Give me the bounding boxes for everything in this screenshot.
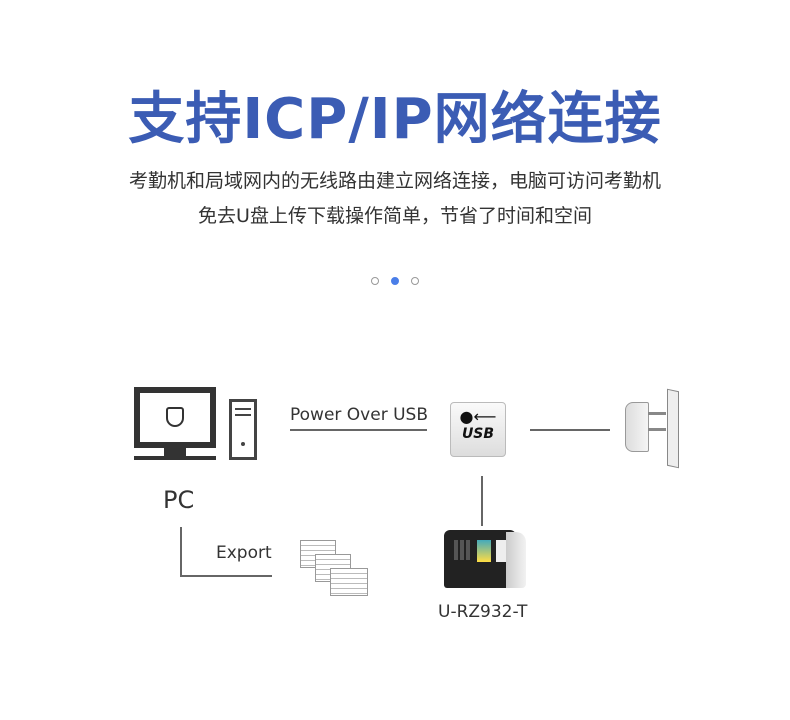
- subtitle-line-1: 考勤机和局域网内的无线路由建立网络连接，电脑可访问考勤机: [128, 170, 661, 192]
- connector-line: [290, 429, 427, 431]
- pc-tower-icon: [229, 399, 257, 460]
- usb-label: USB: [461, 426, 495, 442]
- connector-line: [180, 575, 272, 577]
- attendance-device-icon: [444, 530, 526, 590]
- export-label: Export: [216, 543, 272, 563]
- spreadsheet-icon: [330, 568, 368, 596]
- monitor-icon: [134, 387, 216, 461]
- device-model-label: U-RZ932-T: [438, 602, 528, 622]
- connector-line: [481, 476, 483, 526]
- carousel-dot-1[interactable]: [371, 277, 379, 285]
- connector-line: [530, 429, 610, 431]
- shield-logo-icon: [166, 407, 184, 427]
- carousel-dot-2[interactable]: [391, 277, 399, 285]
- page-title: 支持ICP/IP网络连接: [128, 87, 662, 152]
- subtitle-line-2: 免去U盘上传下载操作简单，节省了时间和空间: [198, 205, 592, 227]
- wireless-router-icon: [625, 388, 680, 469]
- usb-icon: ●⟵ USB: [450, 402, 506, 457]
- carousel-dot-3[interactable]: [411, 277, 419, 285]
- power-over-usb-label: Power Over USB: [290, 405, 428, 425]
- pc-label: PC: [163, 486, 195, 514]
- connector-line: [180, 527, 182, 577]
